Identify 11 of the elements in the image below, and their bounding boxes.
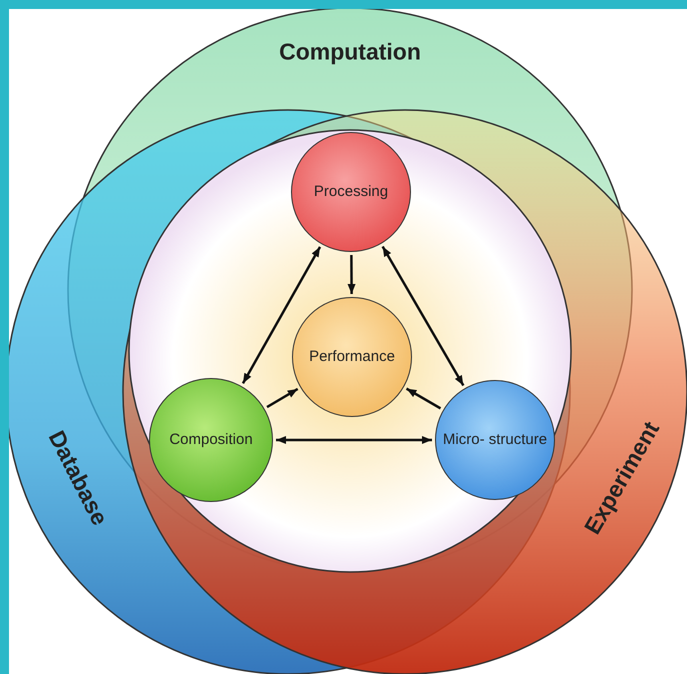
arrow <box>406 388 442 410</box>
concept-label: Composition <box>168 431 254 449</box>
arrow <box>348 255 356 294</box>
arrow <box>266 388 298 408</box>
arrow <box>382 246 464 386</box>
concept-label: Performance <box>308 348 396 366</box>
arrow <box>242 246 322 384</box>
arrow <box>276 436 432 444</box>
concept-label: Micro- structure <box>442 431 548 449</box>
domain-label: Computation <box>279 38 421 66</box>
concept-label: Processing <box>312 183 390 201</box>
